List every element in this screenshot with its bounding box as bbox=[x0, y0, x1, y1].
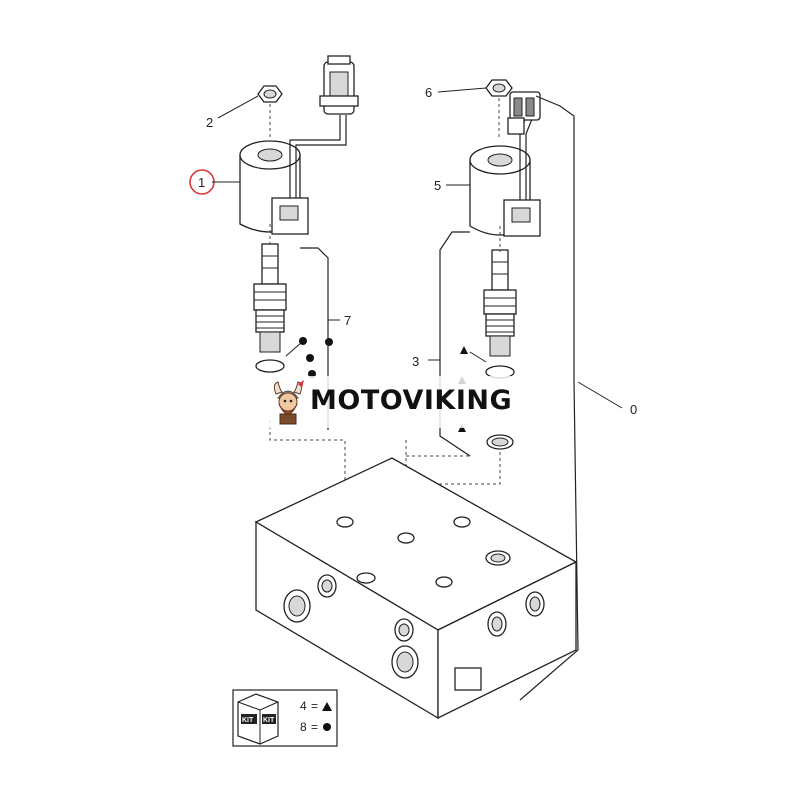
leader-0 bbox=[577, 381, 623, 409]
kit-box-icon: KIT KIT bbox=[237, 693, 279, 745]
watermark-banner bbox=[258, 376, 536, 428]
circle-icon bbox=[323, 723, 331, 731]
kit-row1-equals: = bbox=[311, 699, 318, 713]
bracket-line-7 bbox=[300, 247, 329, 430]
triangle-icon bbox=[322, 702, 332, 711]
viking-mascot-icon bbox=[273, 380, 304, 425]
bracket-line-0 bbox=[519, 95, 579, 701]
callout-6: 6 bbox=[425, 85, 432, 100]
callout-2: 2 bbox=[206, 115, 213, 130]
kit-row1-number: 4 bbox=[300, 699, 307, 713]
solenoid-coil-right bbox=[469, 145, 541, 237]
kit-legend: KIT KIT 4 = 8 = bbox=[232, 689, 338, 747]
coil-cable-connector-left bbox=[289, 55, 359, 198]
coil-cable-connector-right bbox=[507, 91, 541, 200]
callout-3: 3 bbox=[412, 354, 419, 369]
callout-5: 5 bbox=[434, 178, 441, 193]
leader-6 bbox=[437, 87, 487, 93]
callout-1: 1 bbox=[198, 175, 205, 190]
solenoid-coil-left bbox=[239, 140, 309, 235]
watermark-brand-text: MOTOVIKING bbox=[310, 385, 513, 416]
callout-7: 7 bbox=[344, 313, 351, 328]
cartridge-valve-right bbox=[483, 249, 517, 379]
leader-2 bbox=[217, 95, 259, 119]
bracket-line-3 bbox=[439, 231, 471, 457]
callout-0: 0 bbox=[630, 402, 637, 417]
kit-label-left: KIT bbox=[242, 717, 254, 724]
kit-row2-equals: = bbox=[311, 720, 318, 734]
hex-nut-right bbox=[485, 79, 513, 97]
cartridge-valve-left bbox=[253, 243, 287, 373]
hex-nut-left bbox=[257, 85, 283, 103]
seal-markers-left bbox=[285, 337, 333, 378]
kit-row2-number: 8 bbox=[300, 720, 307, 734]
kit-label-right: KIT bbox=[263, 717, 275, 724]
manifold-block bbox=[254, 457, 578, 720]
